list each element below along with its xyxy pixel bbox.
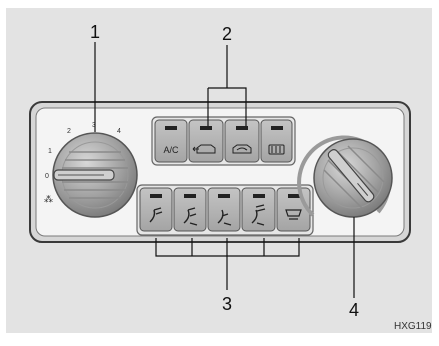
temperature-dial-pointer — [327, 149, 375, 203]
callout-3-lines — [155, 238, 300, 290]
fan-dial-ribs — [62, 151, 128, 199]
callout-numbers: 1 2 3 4 — [90, 22, 359, 320]
windshield-defrost-icon — [285, 209, 302, 220]
recirculation-indicator — [236, 126, 248, 130]
feet-defrost-icon — [251, 204, 266, 226]
fan-label-2: 2 — [67, 128, 71, 135]
ac-label: A/C — [163, 145, 179, 155]
fan-label-3: 3 — [92, 122, 96, 129]
callout-2: 2 — [222, 24, 232, 44]
rear-defogger-button[interactable] — [260, 119, 293, 163]
car-recirculation-icon — [232, 144, 252, 154]
fan-symbol-icon: ⁂ — [44, 194, 53, 204]
defrost-mode-button[interactable] — [276, 187, 311, 232]
callout-lines — [94, 42, 355, 298]
callout-2-lines — [207, 45, 247, 126]
rear-defogger-indicator — [271, 126, 283, 130]
figure-code: HXG119 — [394, 321, 432, 332]
defrost-mode-indicator — [288, 194, 300, 198]
callout-3: 3 — [222, 294, 232, 314]
bilevel-mode-button[interactable] — [173, 187, 207, 232]
fresh-air-button[interactable] — [188, 119, 224, 163]
fan-label-1: 1 — [48, 148, 52, 155]
feet-defrost-mode-button[interactable] — [241, 187, 276, 232]
temperature-dial[interactable] — [297, 135, 393, 218]
feet-defrost-mode-indicator — [253, 194, 265, 198]
bilevel-vent-icon — [183, 207, 198, 226]
fresh-air-indicator — [200, 126, 212, 130]
callout-1: 1 — [90, 22, 100, 42]
recirculation-button[interactable] — [224, 119, 260, 163]
fan-speed-dial[interactable] — [52, 132, 138, 218]
fan-label-4: 4 — [117, 128, 121, 135]
rear-defogger-icon — [268, 144, 285, 155]
feet-mode-indicator — [218, 194, 230, 198]
fan-dial-labels: 0 1 2 3 4 ⁂ — [44, 122, 121, 204]
face-vent-icon — [149, 207, 163, 223]
fan-label-0: 0 — [45, 173, 49, 180]
temperature-dial-ring — [322, 147, 384, 209]
ac-button[interactable]: A/C — [154, 119, 188, 163]
feet-vent-icon — [217, 209, 232, 226]
ac-indicator — [165, 126, 177, 130]
face-mode-button[interactable] — [139, 187, 173, 232]
feet-mode-button[interactable] — [207, 187, 241, 232]
bilevel-mode-indicator — [184, 194, 196, 198]
car-fresh-air-icon — [192, 144, 216, 154]
callout-4: 4 — [349, 300, 359, 320]
face-mode-indicator — [150, 194, 162, 198]
